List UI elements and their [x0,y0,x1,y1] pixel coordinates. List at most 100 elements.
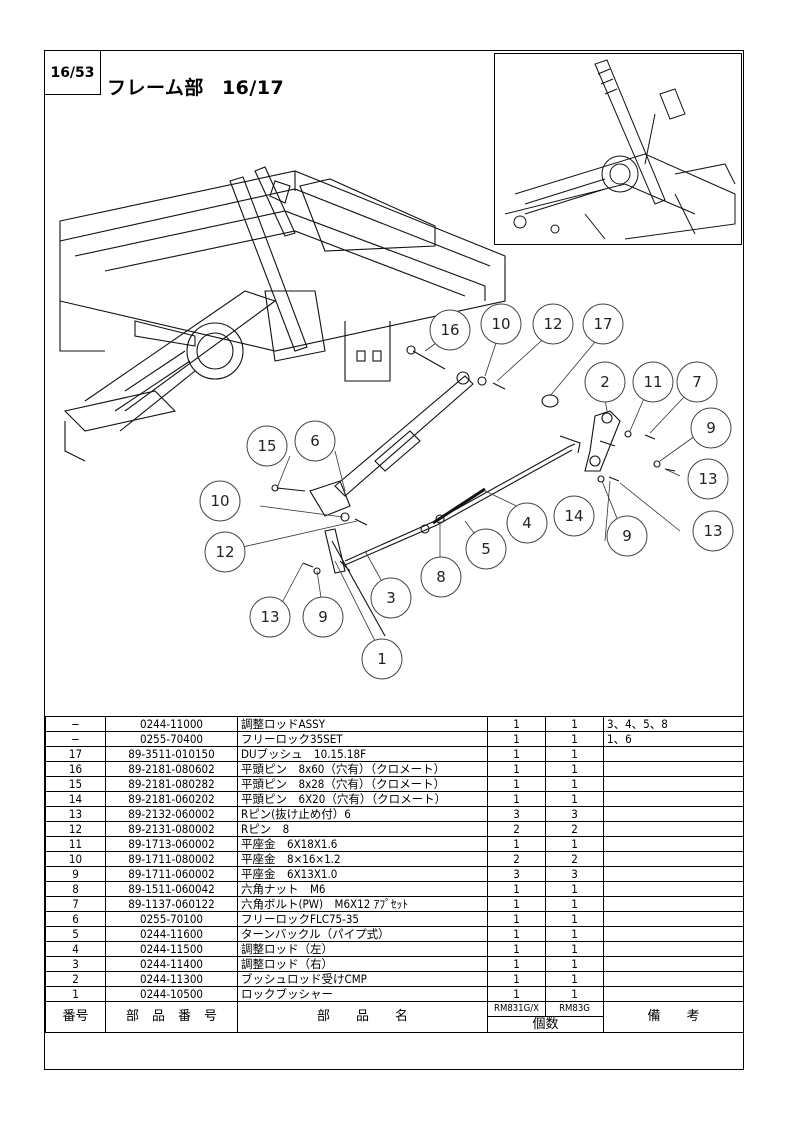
cell-qty-a: 1 [487,791,546,807]
cell-part-no: 89-1713-060002 [105,836,238,852]
callout-13 [692,510,734,552]
cell-remarks [603,881,744,897]
cell-qty-b: 1 [545,746,604,762]
table-row: 9 89-1711-060002 平座金 6X13X1.0 3 3 [45,866,744,882]
cell-qty-a: 1 [487,881,546,897]
cell-part-no: 0244-10500 [105,986,238,1002]
cell-name: 調整ロッドASSY [237,716,488,732]
cell-qty-a: 1 [487,776,546,792]
callout-label: 14 [564,507,583,525]
cell-name: ロックブッシャー [237,986,488,1002]
cell-part-no: 89-1711-080002 [105,851,238,867]
cell-remarks [603,926,744,942]
cell-qty-a: 1 [487,731,546,747]
cell-no: 6 [45,911,106,927]
header-model-a: RM831G/X [487,1001,546,1017]
table-row: 14 89-2181-060202 平頭ピン 6X20（穴有）（クロメート） 1… [45,791,744,807]
cell-part-no: 89-2181-080602 [105,761,238,777]
cell-remarks [603,956,744,972]
cell-qty-a: 1 [487,716,546,732]
header-part-no: 部 品 番 号 [105,1001,238,1033]
callout-9 [302,596,344,638]
callout-10 [199,480,241,522]
callout-2 [584,361,626,403]
cell-remarks [603,776,744,792]
cell-no: 12 [45,821,106,837]
inset-view [494,53,742,245]
table-row: 7 89-1137-060122 六角ボルト(PW) M6X12 ｱﾌﾟｾｯﾄ … [45,896,744,912]
cell-part-no: 0244-11300 [105,971,238,987]
cell-no: 9 [45,866,106,882]
cell-name: 平頭ピン 6X20（穴有）（クロメート） [237,791,488,807]
table-row: 17 89-3511-010150 DUブッシュ 10.15.18F 1 1 [45,746,744,762]
cell-remarks [603,941,744,957]
callout-5 [465,528,507,570]
cell-remarks [603,911,744,927]
cell-qty-b: 2 [545,851,604,867]
cell-name: 六角ナット M6 [237,881,488,897]
cell-part-no: 89-2131-080002 [105,821,238,837]
cell-part-no: 0255-70100 [105,911,238,927]
cell-remarks [603,986,744,1002]
cell-qty-a: 3 [487,866,546,882]
cell-no: 5 [45,926,106,942]
cell-qty-b: 1 [545,791,604,807]
callout-label: 17 [593,315,612,333]
cell-name: DUブッシュ 10.15.18F [237,746,488,762]
table-row: − 0255-70400 フリーロック35SET 1 1 1、6 [45,731,744,747]
table-row: 5 0244-11600 ターンバックル（パイプ式） 1 1 [45,926,744,942]
parts-table-body: − 0244-11000 調整ロッドASSY 1 1 3、4、5、8 − 025… [45,716,744,1033]
header-remarks: 備 考 [603,1001,744,1033]
callout-label: 9 [318,608,328,626]
callout-label: 4 [522,514,532,532]
callout-label: 6 [310,432,320,450]
cell-no: 14 [45,791,106,807]
cell-name: Rピン 8 [237,821,488,837]
callout-9 [690,407,732,449]
page-label: 16/53 [45,51,101,95]
cell-no: 10 [45,851,106,867]
header-no: 番号 [45,1001,106,1033]
table-row: 11 89-1713-060002 平座金 6X18X1.6 1 1 [45,836,744,852]
cell-part-no: 89-1137-060122 [105,896,238,912]
cell-qty-b: 1 [545,716,604,732]
table-row: 15 89-2181-080282 平頭ピン 8x28（穴有）（クロメート） 1… [45,776,744,792]
cell-qty-b: 1 [545,956,604,972]
callout-label: 5 [481,540,491,558]
callout-1 [361,638,403,680]
cell-part-no: 89-3511-010150 [105,746,238,762]
cell-remarks [603,866,744,882]
cell-qty-b: 1 [545,761,604,777]
cell-qty-b: 1 [545,836,604,852]
cell-no: 2 [45,971,106,987]
cell-name: 平座金 6X13X1.0 [237,866,488,882]
callout-14 [553,495,595,537]
cell-part-no: 89-2132-060002 [105,806,238,822]
cell-qty-b: 1 [545,881,604,897]
header-model-b: RM83G [545,1001,604,1017]
cell-qty-a: 2 [487,821,546,837]
table-row: 2 0244-11300 ブッシュロッド受けCMP 1 1 [45,971,744,987]
callout-label: 16 [440,321,459,339]
cell-remarks [603,806,744,822]
cell-qty-b: 3 [545,806,604,822]
table-header-row: 番号 部 品 番 号 部 品 名 RM831G/X RM83G 備 考 [45,1001,744,1033]
callout-label: 10 [210,492,229,510]
cell-name: Rピン(抜け止め付）6 [237,806,488,822]
cell-remarks [603,791,744,807]
cell-qty-a: 1 [487,896,546,912]
callout-label: 13 [260,608,279,626]
table-row: − 0244-11000 調整ロッドASSY 1 1 3、4、5、8 [45,716,744,732]
cell-qty-b: 1 [545,776,604,792]
table-row: 6 0255-70100 フリーロックFLC75-35 1 1 [45,911,744,927]
parts-table: − 0244-11000 調整ロッドASSY 1 1 3、4、5、8 − 025… [45,716,744,1033]
cell-part-no: 0244-11400 [105,956,238,972]
table-row: 10 89-1711-080002 平座金 8×16×1.2 2 2 [45,851,744,867]
callout-17 [582,303,624,345]
cell-part-no: 0255-70400 [105,731,238,747]
callout-label: 7 [692,373,702,391]
callout-7 [676,361,718,403]
cell-qty-a: 1 [487,971,546,987]
cell-remarks [603,971,744,987]
